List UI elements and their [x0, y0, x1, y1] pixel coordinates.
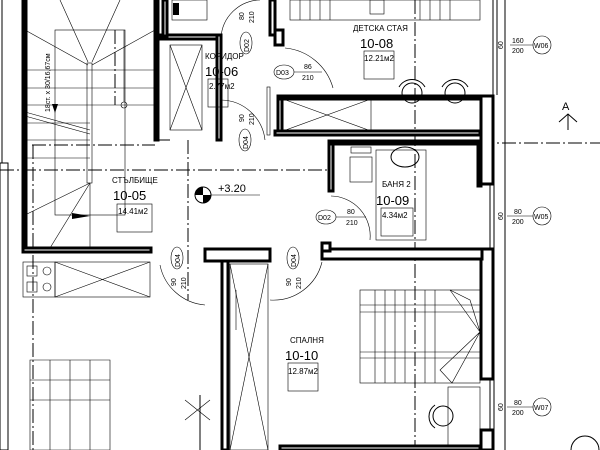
chair [398, 78, 469, 104]
svg-text:200: 200 [512, 48, 524, 55]
svg-text:10-05: 10-05 [113, 188, 146, 203]
svg-text:W07: W07 [534, 405, 549, 412]
closet [282, 98, 372, 132]
room-label-bedroom: СПАЛНЯ 10-10 12.87м2 [285, 336, 324, 392]
svg-text:10-08: 10-08 [360, 36, 393, 51]
room-label-kids-room: ДЕТСКА СТАЯ 10-08 12.21м2 [353, 24, 408, 80]
section-marker: A [558, 101, 578, 130]
staircase [24, 0, 156, 249]
toilet [349, 156, 373, 183]
sink [390, 146, 420, 168]
window-tag-w05: 60 80 200 W05 [498, 206, 552, 226]
toilet-tank [350, 146, 372, 154]
svg-text:60: 60 [498, 212, 505, 220]
svg-text:210: 210 [296, 277, 303, 289]
chair [432, 405, 454, 427]
stairs-note: 18ст. x 30/16,67см [45, 53, 52, 112]
svg-text:80: 80 [514, 209, 522, 216]
svg-text:160: 160 [512, 38, 524, 45]
svg-text:210: 210 [249, 11, 256, 23]
svg-text:200: 200 [512, 219, 524, 226]
door-tag: D04 90 210 [238, 113, 256, 152]
svg-text:W06: W06 [534, 43, 549, 50]
svg-text:ДЕТСКА СТАЯ: ДЕТСКА СТАЯ [353, 24, 408, 33]
svg-text:A: A [562, 101, 570, 113]
svg-text:4.34м2: 4.34м2 [382, 211, 408, 220]
svg-text:СТЪЛБИЩЕ: СТЪЛБИЩЕ [112, 176, 158, 185]
svg-text:80: 80 [514, 400, 522, 407]
level-marker: +3.20 [194, 183, 260, 204]
svg-text:90: 90 [239, 114, 246, 122]
closet [229, 263, 269, 450]
door-tag: D04 90 210 [286, 246, 303, 289]
bed [29, 359, 111, 450]
svg-text:10-09: 10-09 [376, 193, 409, 208]
wall [153, 0, 160, 142]
door-tag: D04 90 210 [170, 246, 188, 289]
bed [359, 289, 481, 384]
room-label-corridor: КОРИДОР 10-06 2.77м2 [205, 52, 244, 108]
window-tag-w07: 60 80 200 W07 [498, 397, 552, 417]
svg-text:200: 200 [512, 410, 524, 417]
window-tag-w06: 60 160 200 W06 [498, 35, 552, 55]
svg-text:90: 90 [171, 278, 178, 286]
svg-text:86: 86 [304, 64, 312, 71]
closet [169, 44, 203, 131]
svg-text:210: 210 [181, 277, 188, 289]
bed [289, 0, 481, 21]
svg-text:+3.20: +3.20 [218, 183, 246, 195]
svg-text:D03: D03 [276, 70, 289, 77]
room-label-bathroom-2: БАНЯ 2 10-09 4.34м2 [376, 180, 414, 237]
svg-text:D02: D02 [318, 215, 331, 222]
svg-text:80: 80 [239, 12, 246, 20]
svg-text:14.41м2: 14.41м2 [118, 207, 149, 216]
svg-text:60: 60 [498, 403, 505, 411]
svg-text:210: 210 [346, 220, 358, 227]
door-tag: D03 86 210 [273, 64, 322, 82]
svg-text:D04: D04 [291, 254, 298, 267]
svg-text:2.77м2: 2.77м2 [209, 82, 235, 91]
svg-text:90: 90 [286, 278, 293, 286]
svg-text:БАНЯ 2: БАНЯ 2 [382, 180, 411, 189]
svg-text:60: 60 [498, 41, 505, 49]
bathtub [171, 0, 208, 21]
door-tag: D02 80 210 [315, 209, 366, 227]
svg-text:10-06: 10-06 [205, 64, 238, 79]
wall [21, 246, 153, 254]
room-label-staircase: СТЪЛБИЩЕ 10-05 14.41м2 [112, 176, 158, 233]
svg-text:D04: D04 [175, 254, 182, 267]
door-tag: D02 80 210 [239, 11, 256, 55]
svg-text:210: 210 [302, 75, 314, 82]
svg-text:80: 80 [347, 209, 355, 216]
wall [21, 0, 28, 252]
svg-text:D04: D04 [243, 136, 250, 149]
svg-text:КОРИДОР: КОРИДОР [205, 52, 244, 61]
svg-text:12.87м2: 12.87м2 [288, 367, 319, 376]
svg-text:210: 210 [249, 113, 256, 125]
svg-text:10-10: 10-10 [285, 348, 318, 363]
svg-text:12.21м2: 12.21м2 [364, 54, 395, 63]
svg-text:СПАЛНЯ: СПАЛНЯ [290, 336, 324, 345]
svg-text:W05: W05 [534, 214, 549, 221]
svg-text:D02: D02 [244, 39, 251, 52]
